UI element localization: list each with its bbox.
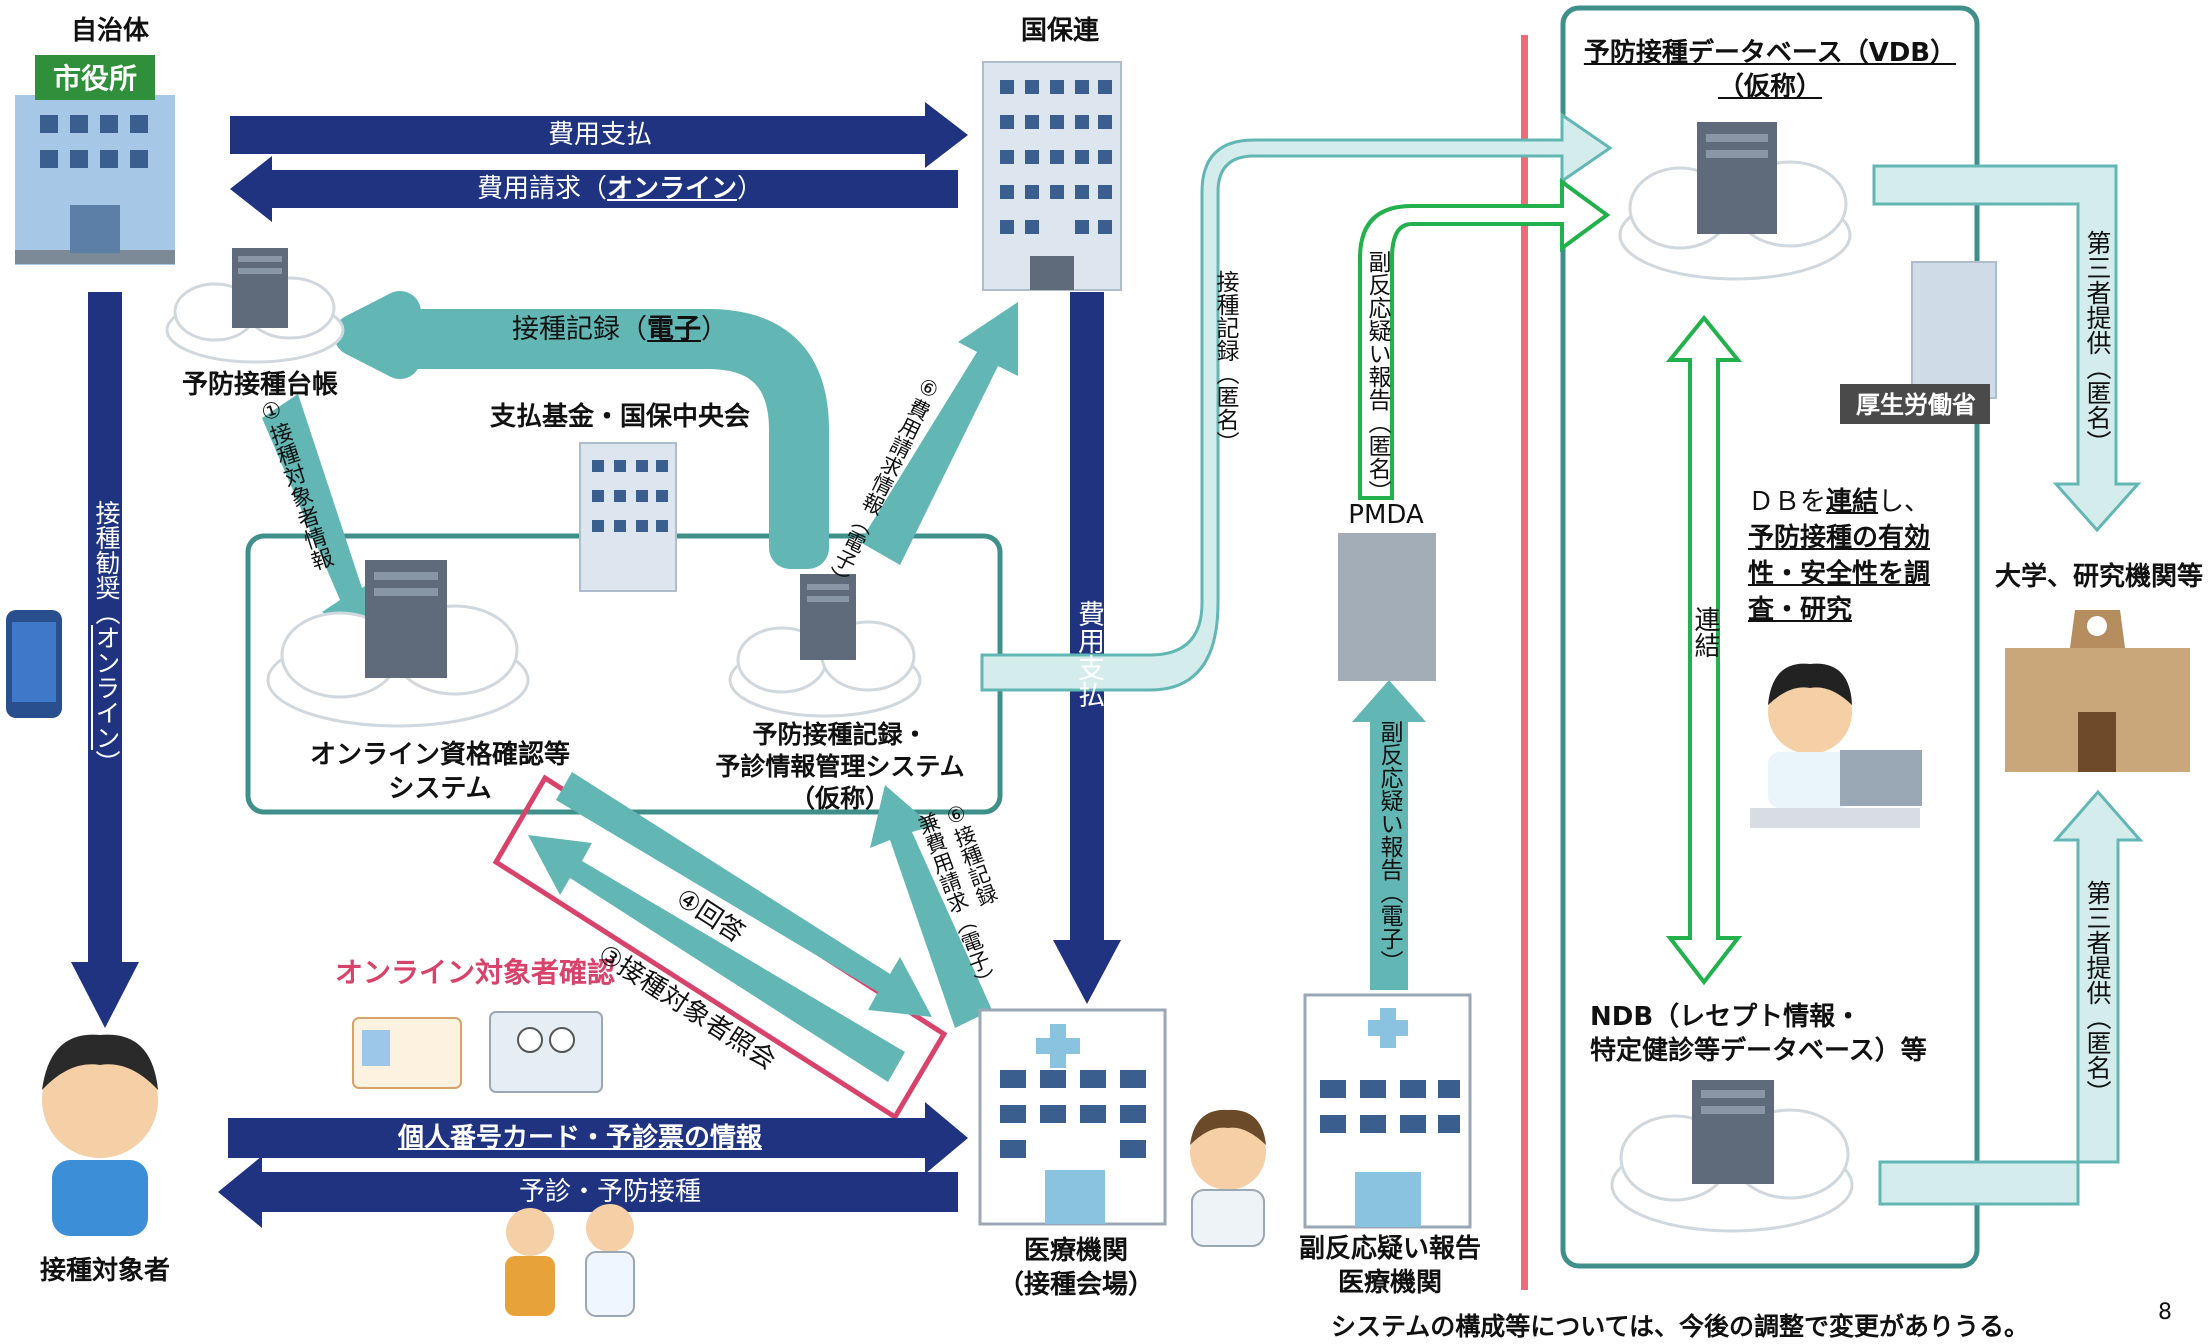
vdb-frame bbox=[1560, 5, 1980, 1269]
doctor-icon bbox=[1190, 1109, 1266, 1247]
card-reader-icon bbox=[489, 1011, 603, 1093]
online-system-label-line1: オンライン資格確認等 bbox=[309, 740, 570, 770]
adverse-inst-label-line1: 副反応疑い報告 bbox=[1298, 1234, 1481, 1264]
note-text: システムの構成等については、今後の調整で変更がありうる。 bbox=[1330, 1312, 2029, 1341]
target-info-arrow bbox=[262, 394, 382, 640]
record-label-post: ） bbox=[701, 314, 728, 345]
answer-arrow bbox=[556, 772, 932, 1017]
person-icon bbox=[42, 1034, 158, 1236]
shiharai-label: 支払基金・国保中央会 bbox=[489, 402, 750, 432]
vdb-title: 予防接種データベース（VDB） bbox=[1583, 38, 1957, 68]
claim-label-post: ） bbox=[737, 174, 764, 204]
divider-line bbox=[1521, 35, 1528, 1290]
smartphone-icon bbox=[6, 610, 62, 718]
mhlw-building-icon bbox=[1840, 261, 1997, 424]
db-note-line1: ＤＢを連結し、 bbox=[1748, 484, 1988, 520]
kanshou-arrow bbox=[71, 292, 139, 1028]
db-note-line4: 査・研究 bbox=[1748, 595, 1853, 625]
mhlw-sign: 厚生労働省 bbox=[1856, 391, 1976, 419]
mynumber-arrow bbox=[228, 1102, 968, 1174]
mynumber-label: 個人番号カード・予診票の情報 bbox=[397, 1123, 762, 1153]
vaccination-scene-icon bbox=[505, 1204, 635, 1317]
kokuhoren-label: 国保連 bbox=[1020, 16, 1099, 46]
db-note-pre: ＤＢを bbox=[1748, 487, 1827, 517]
record-label-electronic: 電子 bbox=[647, 314, 701, 345]
pmda-label: PMDA bbox=[1348, 500, 1424, 530]
record-claim-arrow bbox=[870, 785, 992, 1028]
window-grid-icon bbox=[40, 80, 1460, 1158]
online-system-label-line2: システム bbox=[388, 774, 492, 804]
adverse-electronic-label: 副反応疑い報告（電子） bbox=[1376, 720, 1402, 973]
third-party-bottom-label: 第三者提供（匿名） bbox=[2083, 880, 2112, 1105]
page-number: 8 bbox=[2158, 1300, 2172, 1325]
adverse-electronic-arrow bbox=[1352, 680, 1426, 990]
adverse-inst-label-line2: 医療機関 bbox=[1337, 1268, 1442, 1298]
prevaccination-arrow bbox=[218, 1156, 958, 1228]
record-system-label-line1: 予防接種記録・ bbox=[752, 720, 928, 749]
researcher-icon bbox=[1750, 663, 1922, 828]
kanshou-online: オンライン bbox=[92, 625, 121, 750]
municipality-label: 自治体 bbox=[70, 16, 149, 46]
registry-label: 予防接種台帳 bbox=[181, 370, 338, 400]
kokuhoren-building-icon bbox=[982, 61, 1122, 291]
db-note-line3: 性・安全性を調 bbox=[1748, 559, 1931, 589]
payment-arrow-vertical bbox=[1053, 292, 1121, 1004]
record-system-cloud-icon bbox=[728, 574, 922, 718]
pmda-building-icon bbox=[1338, 533, 1436, 681]
linkage-arrow bbox=[1665, 314, 1743, 986]
db-note-post: し、 bbox=[1878, 487, 1931, 517]
adverse-hospital-icon bbox=[1303, 993, 1472, 1229]
adverse-anon-arrow bbox=[1358, 178, 1611, 500]
record-system-label-line3: （仮称） bbox=[789, 784, 890, 813]
id-card-icon bbox=[352, 1017, 462, 1089]
city-hall-sign: 市役所 bbox=[52, 62, 137, 95]
third-party-bottom-arrow bbox=[1878, 789, 2144, 1206]
vdb-subtitle: （仮称） bbox=[1717, 72, 1822, 102]
payment-top-label: 費用支払 bbox=[547, 120, 652, 150]
kanshou-pre: 接種勧奨（ bbox=[92, 500, 121, 625]
ndb-label-line2: 特定健診等データベース）等 bbox=[1590, 1036, 1927, 1066]
record-anon-label: 接種記録（匿名） bbox=[1212, 270, 1238, 454]
target-person-label: 接種対象者 bbox=[39, 1256, 170, 1286]
inquiry-arrow bbox=[528, 835, 905, 1082]
payment-arrow-top bbox=[230, 102, 968, 168]
kanshou-post: ） bbox=[92, 750, 121, 775]
ndb-cloud-icon bbox=[1610, 1080, 1854, 1233]
claim-arrow bbox=[230, 156, 958, 222]
record-system-label-line2: 予診情報管理システム bbox=[715, 752, 965, 781]
linkage-label: 連結 bbox=[1690, 606, 1720, 658]
online-check-label: オンライン対象者確認 bbox=[334, 956, 615, 989]
db-note-line2: 予防接種の有効 bbox=[1748, 523, 1931, 553]
online-system-cloud-icon bbox=[266, 560, 530, 728]
adverse-anon-label: 副反応疑い報告（匿名） bbox=[1364, 250, 1390, 503]
vdb-cloud-icon bbox=[1618, 122, 1852, 281]
registry-cloud-icon bbox=[165, 248, 345, 364]
kanshou-label: 接種勧奨（オンライン） bbox=[91, 500, 121, 775]
claim-info-arrow bbox=[860, 302, 1018, 565]
record-electronic-arrow bbox=[334, 291, 829, 569]
db-note-link: 連結 bbox=[1826, 487, 1879, 517]
prevaccination-label: 予診・予防接種 bbox=[518, 1177, 701, 1207]
vdb-label-line2: （仮称） bbox=[1560, 70, 1980, 104]
vdb-label-line1: 予防接種データベース（VDB） bbox=[1560, 36, 1980, 70]
claim-label-pre: 費用請求（ bbox=[476, 174, 607, 204]
university-label: 大学、研究機関等 bbox=[1994, 562, 2203, 592]
medical-label-line2: （接種会場） bbox=[997, 1270, 1154, 1300]
record-electronic-label: 接種記録（電子） bbox=[480, 312, 760, 348]
claim-label-online: オンライン bbox=[606, 174, 737, 204]
third-party-top-label: 第三者提供（匿名） bbox=[2083, 230, 2112, 455]
ndb-label-line1: NDB（レセプト情報・ bbox=[1590, 1002, 1862, 1032]
third-party-top-arrow bbox=[1872, 164, 2142, 533]
medical-label-line1: 医療機関 bbox=[1023, 1236, 1128, 1266]
university-building-icon bbox=[2005, 610, 2190, 772]
claim-label: 費用請求（オンライン） bbox=[420, 172, 820, 206]
db-note: ＤＢを連結し、 予防接種の有効 性・安全性を調 査・研究 bbox=[1748, 484, 1988, 628]
payment-vertical-label: 費用支払 bbox=[1073, 600, 1104, 708]
record-label-pre: 接種記録（ bbox=[512, 314, 647, 345]
